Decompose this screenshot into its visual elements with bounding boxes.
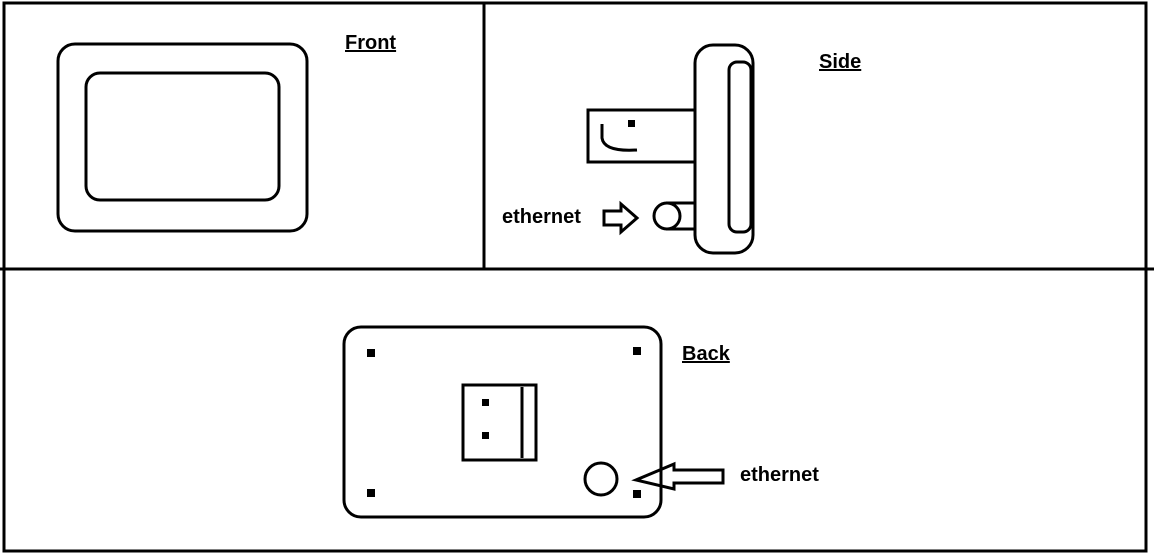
back-screw-bottom-right xyxy=(633,490,641,498)
back-screw-bottom-left xyxy=(367,489,375,497)
side-view: ethernet Side xyxy=(502,43,861,255)
front-view: Front xyxy=(56,32,396,233)
side-title: Side xyxy=(819,51,861,73)
back-screw-top-left xyxy=(367,349,375,357)
side-ethernet-label: ethernet xyxy=(502,206,581,228)
back-connector-housing xyxy=(461,383,538,462)
side-port-dot xyxy=(628,120,635,127)
side-device-body xyxy=(693,43,755,255)
front-screen xyxy=(84,71,281,202)
side-ethernet-arrow-icon xyxy=(602,200,640,236)
side-ethernet-port xyxy=(652,201,682,231)
side-screen-edge xyxy=(727,60,753,234)
side-curved-slot xyxy=(600,124,638,152)
front-title: Front xyxy=(345,32,396,54)
back-device-body xyxy=(342,325,663,519)
back-connector-pin-bottom xyxy=(482,432,489,439)
back-ethernet-label: ethernet xyxy=(740,464,819,486)
back-view: ethernet Back xyxy=(342,325,819,519)
back-title: Back xyxy=(682,343,731,365)
front-device-body xyxy=(56,42,309,233)
back-ethernet-port xyxy=(583,461,619,497)
back-ethernet-arrow-icon xyxy=(631,461,725,491)
back-screw-top-right xyxy=(633,347,641,355)
back-connector-pin-top xyxy=(482,399,489,406)
